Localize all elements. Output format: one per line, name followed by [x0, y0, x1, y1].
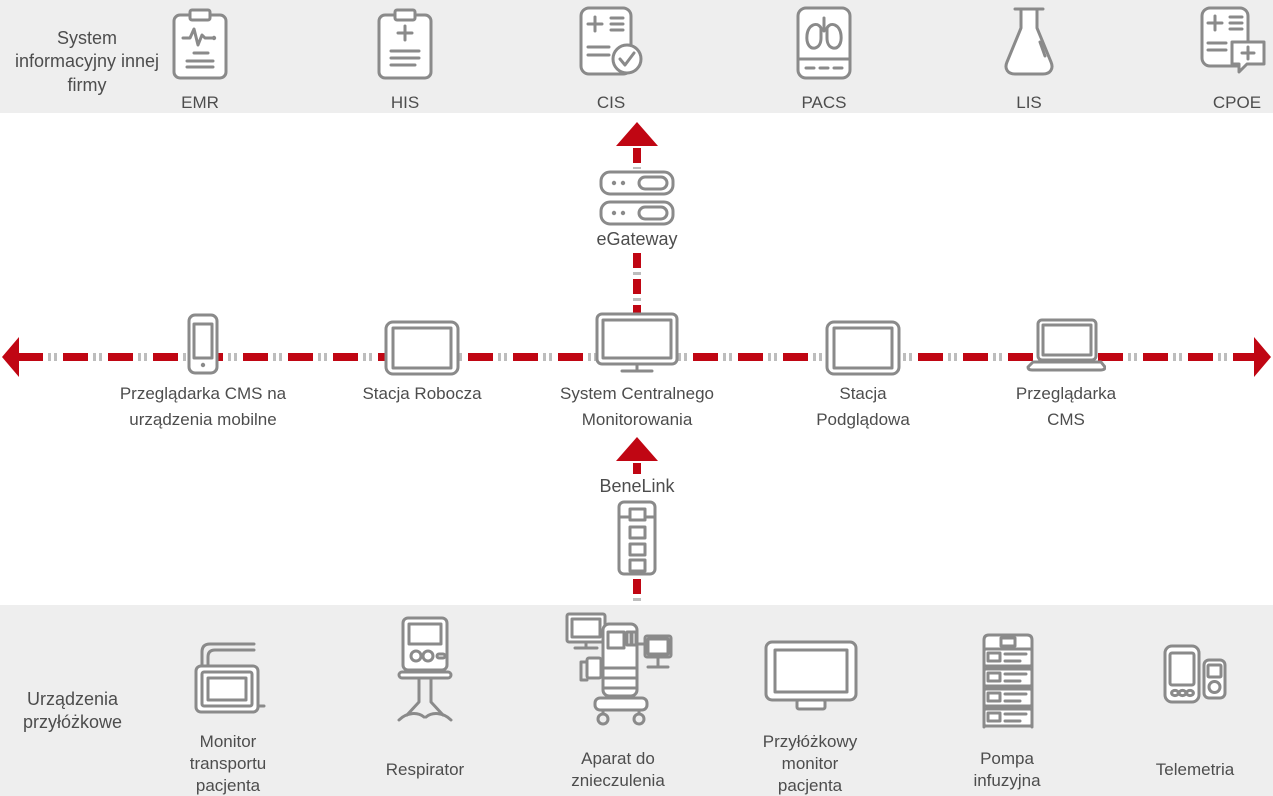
- arrow-up-to-his-icon: [616, 122, 658, 146]
- bottom-item-label-infusion-pump: Pompa infuzyjna: [973, 749, 1041, 790]
- top-item-label-pacs: PACS: [801, 93, 847, 112]
- device-label-cms-mobile: Przeglądarka CMS na urządzenia mobilne: [119, 384, 287, 429]
- anesthesia-machine-icon: [561, 610, 675, 732]
- bottom-item-label-telemetry: Telemetria: [1155, 760, 1235, 779]
- cis-order-check-icon: [579, 6, 645, 80]
- egateway-uplink-line: [633, 148, 641, 169]
- top-item-label-cpoe: CPOE: [1212, 93, 1262, 112]
- bottom-item-label-bedside-monitor: Przyłóżkowy monitor pacjenta: [762, 732, 858, 795]
- tablet-icon: [384, 320, 460, 376]
- benelink-label: BeneLink: [599, 476, 675, 496]
- bottom-band-label: Urządzenia przyłóżkowe: [22, 689, 123, 733]
- tablet-icon: [825, 320, 901, 376]
- infusion-pump-icon: [976, 630, 1040, 730]
- egateway-server-icon: [599, 170, 675, 226]
- emr-clipboard-ecg-icon: [170, 8, 230, 82]
- device-label-view-station: Stacja Podglądowa: [816, 384, 910, 429]
- top-item-label-emr: EMR: [181, 93, 219, 112]
- benelink-module-icon: [617, 500, 657, 576]
- device-label-central-monitoring: System Centralnego Monitorowania: [559, 384, 715, 429]
- egateway-downlink-line: [633, 253, 641, 319]
- bottom-item-label-ventilator: Respirator: [385, 760, 465, 779]
- benelink-downlink-line: [633, 579, 641, 608]
- bedside-monitor-icon: [764, 640, 858, 712]
- transport-monitor-icon: [192, 636, 266, 716]
- telemetry-icon: [1163, 644, 1227, 706]
- egateway-label: eGateway: [596, 229, 678, 249]
- bottom-item-label-anesthesia: Aparat do znieczulenia: [571, 749, 665, 790]
- his-clipboard-plus-icon: [375, 8, 435, 82]
- bus-arrow-right-icon: [1254, 337, 1271, 377]
- device-label-workstation: Stacja Robocza: [362, 384, 482, 403]
- top-band-label: System informacyjny innej firmy: [14, 28, 160, 95]
- cpoe-order-message-icon: [1200, 6, 1266, 80]
- top-item-label-lis: LIS: [1016, 93, 1042, 112]
- arrow-up-to-cms-icon: [616, 437, 658, 461]
- desktop-monitor-icon: [595, 312, 679, 376]
- lis-lab-flask-icon: [999, 6, 1059, 80]
- device-label-cms-viewer: Przeglądarka CMS: [1015, 384, 1117, 429]
- benelink-uplink-line: [633, 463, 641, 474]
- pacs-xray-lungs-icon: [796, 6, 852, 80]
- smartphone-icon: [187, 313, 219, 375]
- bus-arrow-left-icon: [2, 337, 19, 377]
- top-item-label-his: HIS: [390, 93, 420, 112]
- bottom-item-label-transport-monitor: Monitor transportu pacjenta: [189, 732, 267, 795]
- ventilator-icon: [393, 616, 457, 728]
- laptop-icon: [1026, 318, 1106, 372]
- top-item-label-cis: CIS: [596, 93, 626, 112]
